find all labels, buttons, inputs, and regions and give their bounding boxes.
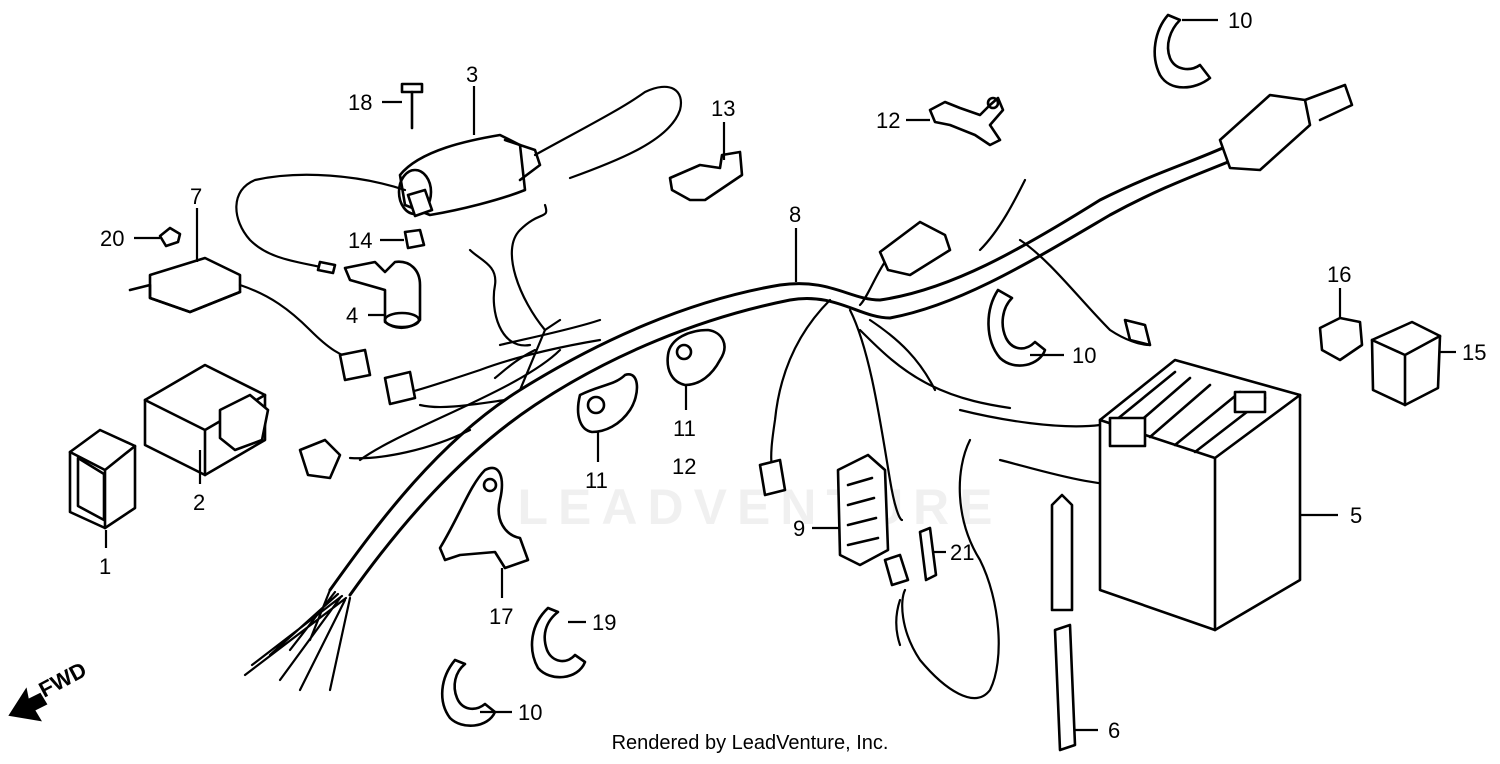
part-21-fuse (918, 526, 938, 582)
forward-direction-arrow: FWD (8, 657, 91, 722)
callout-9: 9 (793, 516, 805, 541)
callout-10-bottom: 10 (518, 700, 542, 725)
callout-14: 14 (348, 228, 372, 253)
callout-8: 8 (789, 202, 801, 227)
fwd-label: FWD (35, 657, 91, 703)
callout-13: 13 (711, 96, 735, 121)
part-5-battery (1098, 358, 1302, 632)
battery-cables (895, 438, 1000, 700)
part-4-spark-plug-cap (343, 260, 422, 330)
callout-1: 1 (99, 554, 111, 579)
callout-6: 6 (1108, 718, 1120, 743)
callout-11-left: 11 (585, 468, 608, 493)
render-credit: Rendered by LeadVenture, Inc. (611, 732, 889, 754)
part-20-bolt (158, 226, 182, 248)
part-16-connector (1318, 316, 1364, 362)
callout-5: 5 (1350, 503, 1362, 528)
part-6-breather-tube (1050, 493, 1077, 752)
part-11-clamp-right (666, 328, 726, 387)
part-11-clamp-left (576, 373, 639, 434)
part-9-fuse-holder (836, 453, 890, 567)
part-14-cap (403, 228, 426, 250)
main-wire-harness (243, 138, 1247, 692)
part-13-bracket (668, 150, 744, 202)
callout-4: 4 (346, 303, 358, 328)
part-15-relay (1370, 320, 1442, 407)
callout-17: 17 (489, 604, 513, 629)
part-1-connector-cap (68, 428, 137, 530)
callout-21: 21 (950, 540, 974, 565)
part-7-regulator-rectifier (128, 256, 417, 406)
part-18-bolt (400, 82, 424, 130)
part-10-clamp-top (1153, 13, 1212, 89)
callout-labels: 1 2 3 4 5 6 7 8 9 10 10 10 11 11 12 12 1… (99, 8, 1486, 743)
callout-11-right: 11 (673, 416, 696, 441)
callout-19: 19 (592, 610, 616, 635)
callout-10-middle: 10 (1072, 343, 1096, 368)
callout-20: 20 (100, 226, 124, 251)
part-3-ignition-coil (235, 85, 683, 275)
callout-12-upper: 12 (876, 108, 900, 133)
callout-7: 7 (190, 184, 202, 209)
part-2-cdi-unit (143, 363, 270, 477)
part-17-bracket (438, 466, 530, 570)
part-12-bracket-upper (928, 96, 1005, 147)
callout-2: 2 (193, 490, 205, 515)
part-10-clamp-bottom (440, 658, 497, 727)
callout-10-top: 10 (1228, 8, 1252, 33)
part-10-clamp-middle (987, 288, 1047, 367)
connectors-misc (298, 83, 1354, 587)
callout-12-lower: 12 (672, 454, 696, 479)
callout-18: 18 (348, 90, 372, 115)
part-19-clamp (530, 606, 587, 679)
callout-16: 16 (1327, 262, 1351, 287)
callout-3: 3 (466, 62, 478, 87)
leadventure-watermark: LEADVENTURE (517, 479, 1003, 535)
callout-15: 15 (1462, 340, 1486, 365)
